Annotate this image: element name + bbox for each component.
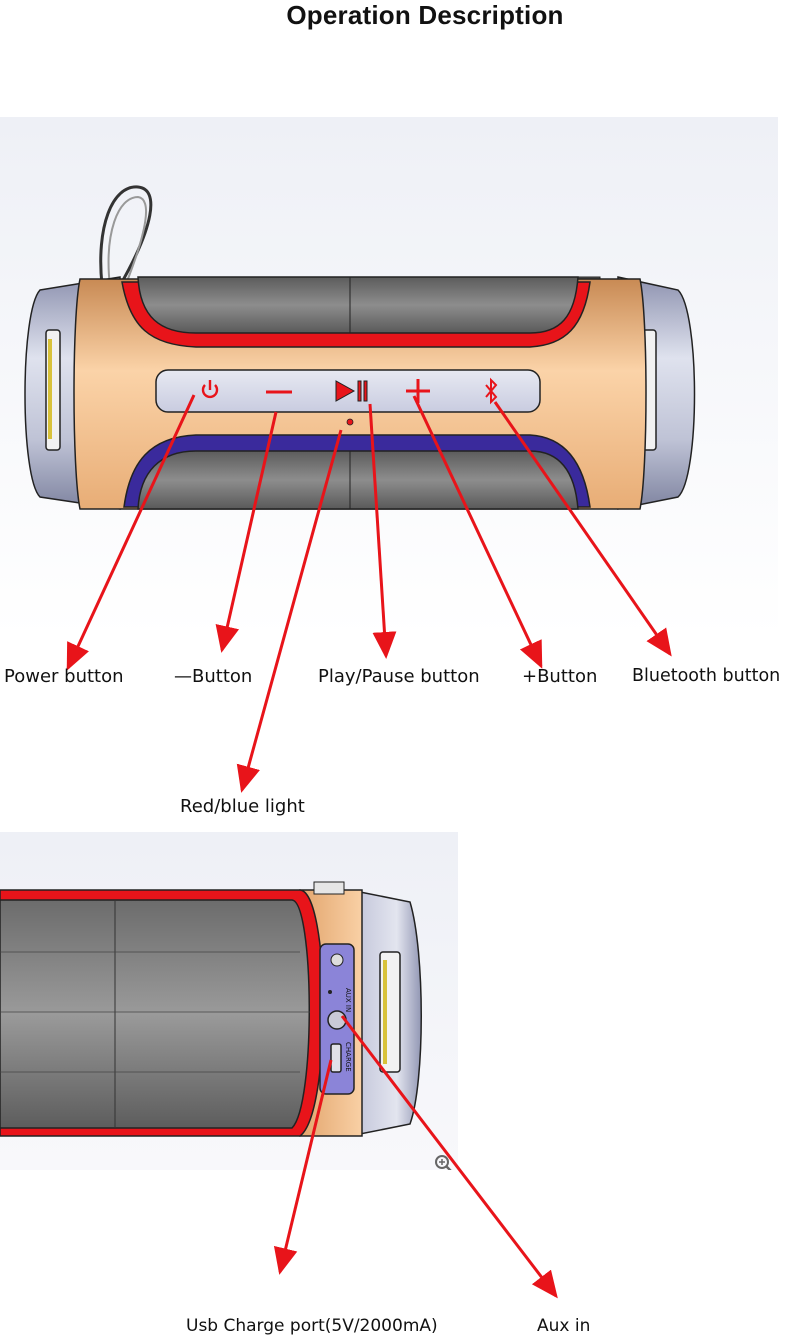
zoom-in-icon — [435, 1155, 452, 1170]
aux-mic-hole — [330, 953, 344, 967]
page-title: Operation Description — [286, 0, 564, 30]
speaker-side-image: AUX IN CHARGE — [0, 832, 458, 1170]
arrow-bluetooth — [493, 401, 672, 657]
label-usb-charge-port: Usb Charge port(5V/2000mA) — [186, 1316, 438, 1336]
arrow-power — [66, 394, 196, 671]
arrow-light — [236, 429, 343, 793]
usb-charge-port — [330, 1043, 342, 1073]
upper-grille — [137, 276, 579, 334]
label-red-blue-light: Red/blue light — [180, 796, 305, 817]
arrow-usb — [273, 1059, 333, 1275]
arrow-play — [368, 403, 397, 659]
charge-text: CHARGE — [344, 1042, 352, 1072]
arrow-plus — [412, 395, 543, 669]
label-plus-button: +Button — [522, 666, 598, 687]
label-minus-button: —Button — [174, 666, 253, 687]
aux-in-text: AUX IN — [344, 988, 352, 1012]
play-pause-icon — [335, 380, 368, 402]
speaker-front-image — [0, 117, 778, 637]
bluetooth-icon — [485, 377, 498, 405]
plus-icon — [406, 379, 430, 403]
indicator-light — [346, 418, 354, 426]
lower-grille — [137, 450, 579, 510]
speaker-strap — [99, 185, 153, 290]
power-icon — [201, 380, 219, 399]
side-grille — [0, 899, 310, 1129]
arrow-minus — [215, 411, 278, 653]
label-aux-in: Aux in — [537, 1316, 591, 1336]
label-play-pause-button: Play/Pause button — [318, 666, 480, 687]
arrow-aux — [340, 1015, 558, 1299]
label-bluetooth-button: Bluetooth button — [632, 666, 781, 686]
label-power-button: Power button — [4, 666, 124, 687]
